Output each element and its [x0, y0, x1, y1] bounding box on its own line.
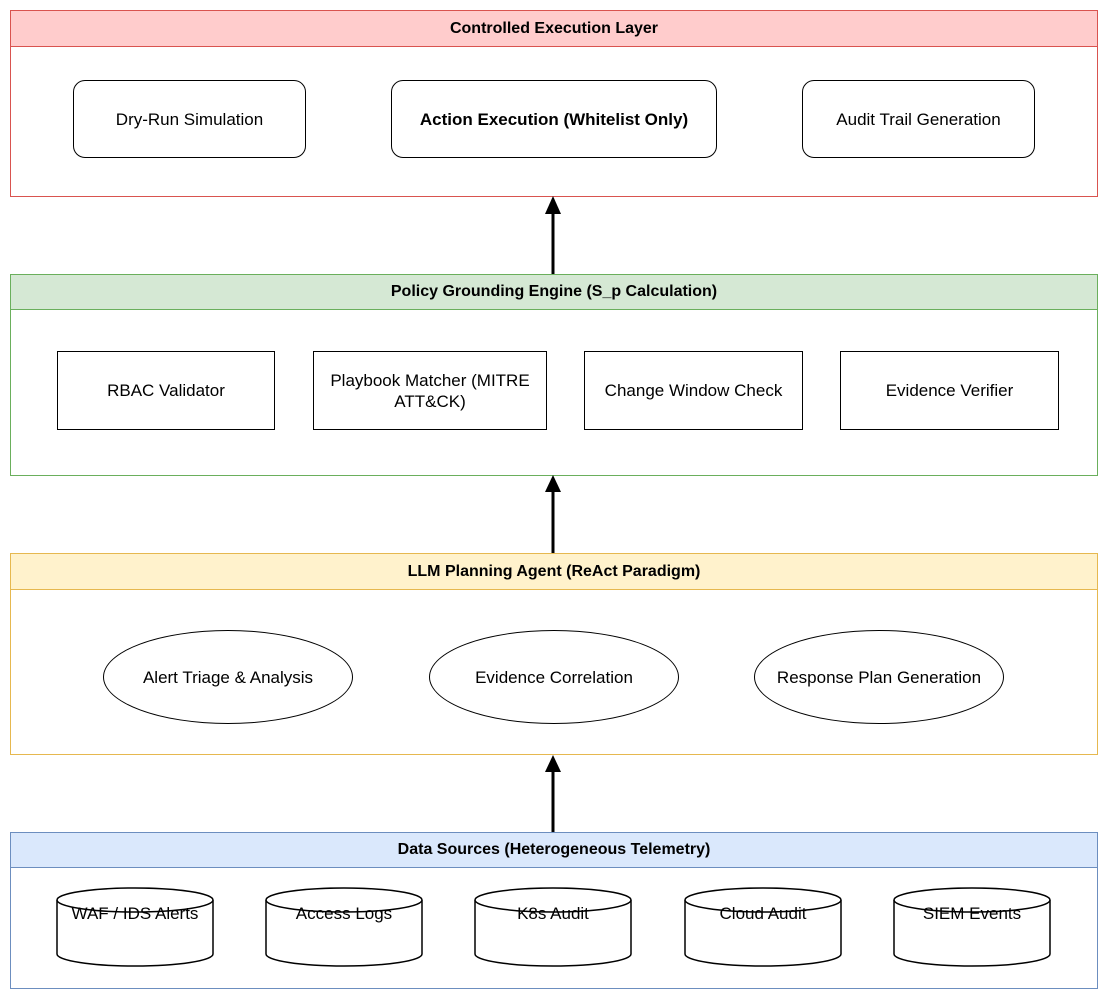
arrow-policy: [545, 475, 561, 553]
cylinder-waf-ids: [56, 887, 214, 967]
cylinder-cloud-audit: [684, 887, 842, 967]
dry-run-simulation-node: Dry-Run Simulation: [73, 80, 306, 158]
execution-layer-title: Controlled Execution Layer: [11, 11, 1097, 47]
waf-ids-alerts-label: WAF / IDS Alerts: [71, 904, 199, 923]
audit-trail-generation-node: Audit Trail Generation: [802, 80, 1035, 158]
access-logs-label: Access Logs: [295, 904, 393, 923]
sources-layer: Data Sources (Heterogeneous Telemetry): [10, 832, 1098, 989]
alert-triage-node: Alert Triage & Analysis: [103, 630, 353, 724]
arrow-execution: [545, 196, 561, 274]
cylinder-siem-events: [893, 887, 1051, 967]
rbac-validator-node: RBAC Validator: [57, 351, 275, 430]
cylinder-access-logs: [265, 887, 423, 967]
response-plan-generation-node: Response Plan Generation: [754, 630, 1004, 724]
arrow-planning: [545, 755, 561, 832]
planning-layer-title: LLM Planning Agent (ReAct Paradigm): [11, 554, 1097, 590]
change-window-check-node: Change Window Check: [584, 351, 803, 430]
sources-layer-title: Data Sources (Heterogeneous Telemetry): [11, 833, 1097, 868]
k8s-audit-label: K8s Audit: [517, 904, 589, 923]
evidence-verifier-node: Evidence Verifier: [840, 351, 1059, 430]
action-execution-node: Action Execution (Whitelist Only): [391, 80, 717, 158]
policy-layer: Policy Grounding Engine (S_p Calculation…: [10, 274, 1098, 476]
policy-layer-title: Policy Grounding Engine (S_p Calculation…: [11, 275, 1097, 310]
evidence-correlation-node: Evidence Correlation: [429, 630, 679, 724]
playbook-matcher-node: Playbook Matcher (MITRE ATT&CK): [313, 351, 547, 430]
execution-layer: Controlled Execution Layer: [10, 10, 1098, 197]
cloud-audit-label: Cloud Audit: [719, 904, 807, 923]
planning-layer: LLM Planning Agent (ReAct Paradigm): [10, 553, 1098, 755]
cylinder-k8s-audit: [474, 887, 632, 967]
siem-events-label: SIEM Events: [922, 904, 1022, 923]
